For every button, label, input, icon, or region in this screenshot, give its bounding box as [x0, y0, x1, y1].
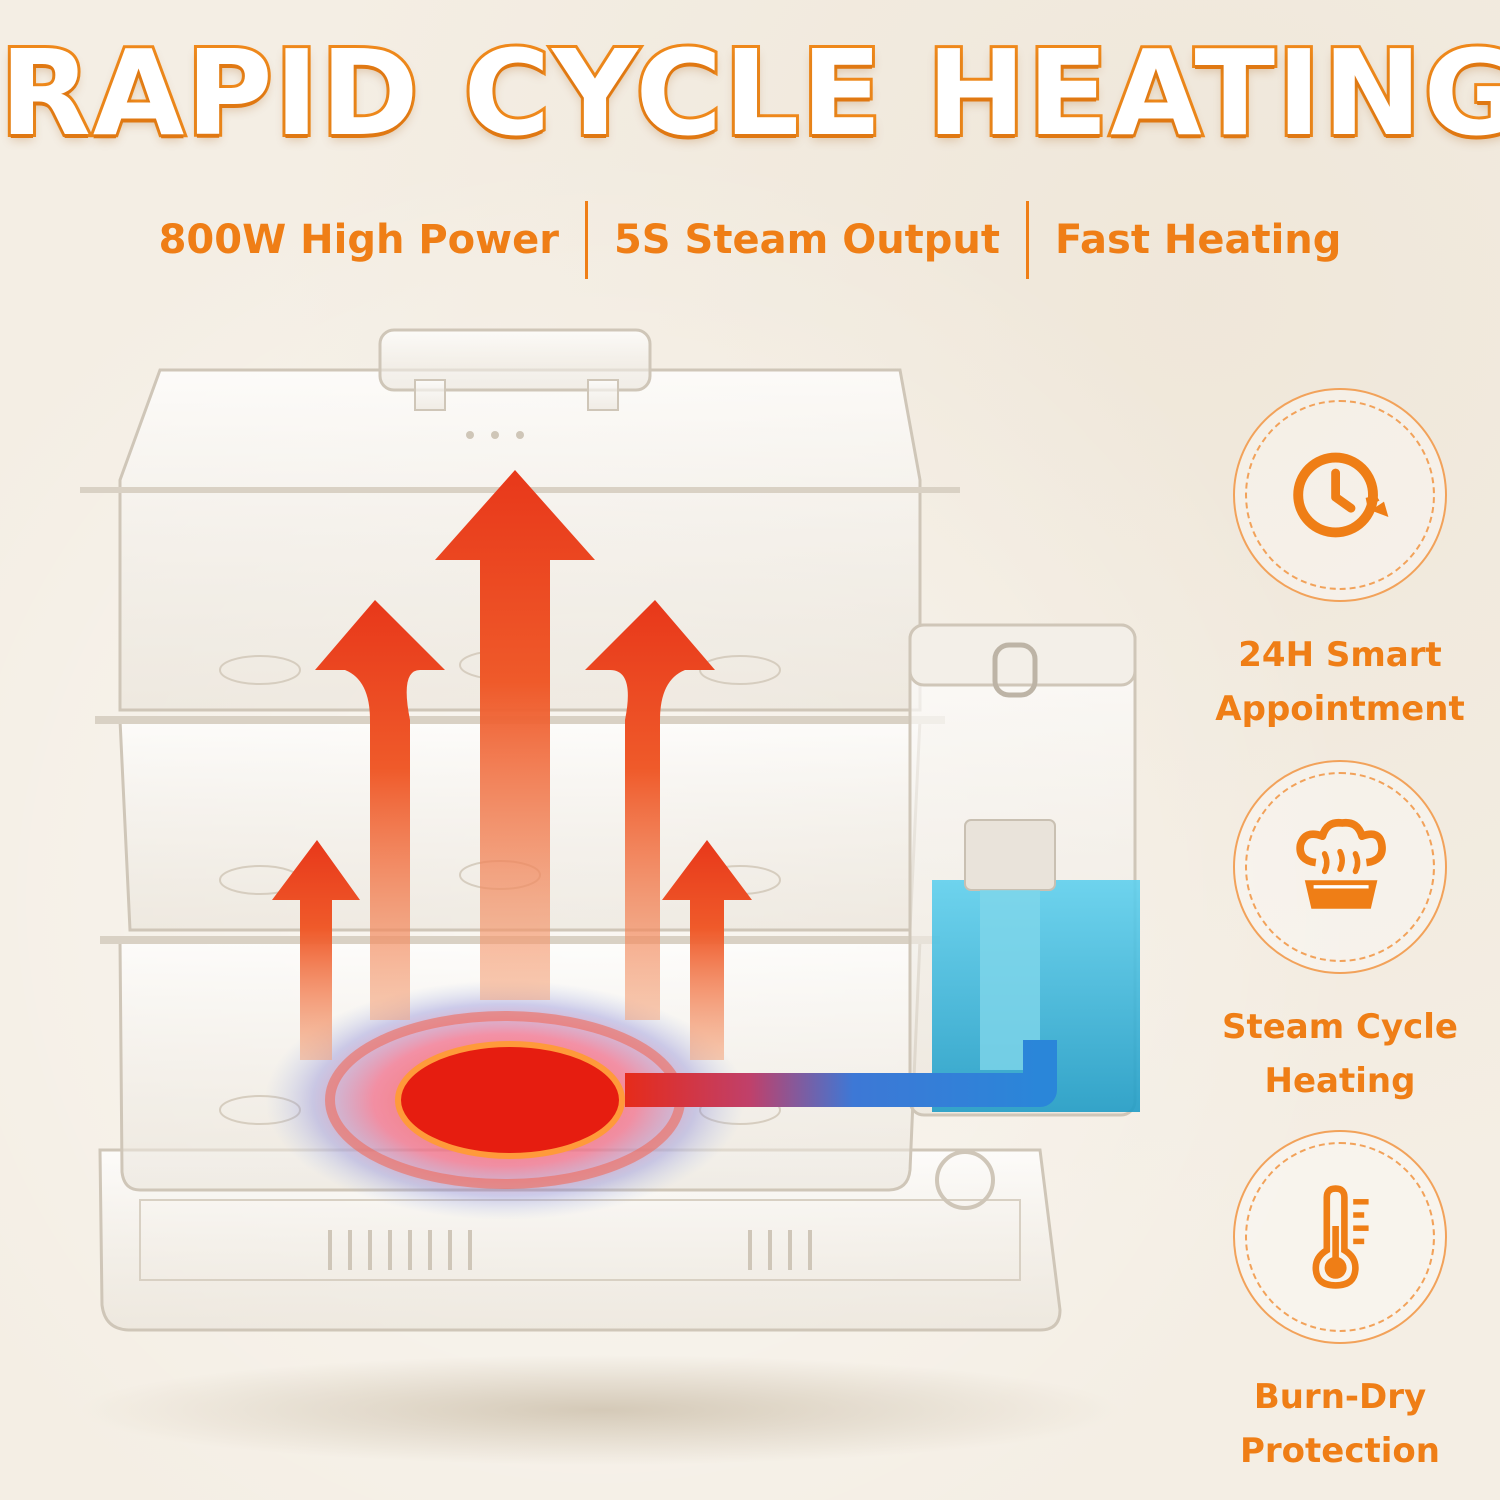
feature-badge — [1233, 388, 1447, 602]
steamer-illustration — [80, 328, 1140, 1465]
feature-label-line: Protection — [1240, 1431, 1440, 1471]
subhead-divider — [1026, 201, 1030, 279]
feature-label-line: Burn-Dry — [1253, 1377, 1427, 1417]
feature-steam-cycle: Steam Cycle Heating — [1190, 760, 1490, 1108]
headline: RAPID CYCLE HEATING — [0, 21, 1500, 165]
feature-label-line: Heating — [1264, 1061, 1416, 1101]
feature-label-line: Steam Cycle — [1222, 1007, 1458, 1047]
subhead-divider — [584, 201, 588, 279]
subhead-fast-heating: Fast Heating — [1055, 217, 1342, 263]
feature-smart-appointment: 24H Smart Appointment — [1190, 388, 1490, 736]
feature-label: 24H Smart Appointment — [1190, 628, 1490, 736]
subhead-power: 800W High Power — [158, 217, 559, 263]
feature-label-line: 24H Smart — [1238, 635, 1442, 675]
subhead-steam-output: 5S Steam Output — [613, 217, 1001, 263]
feature-burn-dry-protection: Burn-Dry Protection — [1190, 1130, 1490, 1478]
feature-badge — [1233, 1130, 1447, 1344]
clock-icon — [1293, 452, 1389, 538]
feature-label-line: Appointment — [1215, 689, 1465, 729]
feature-badge — [1233, 760, 1447, 974]
feature-label: Steam Cycle Heating — [1190, 1000, 1490, 1108]
subhead-bar: 800W High Power 5S Steam Output Fast Hea… — [0, 198, 1500, 282]
chef-hat-icon — [1296, 818, 1386, 909]
feature-label: Burn-Dry Protection — [1190, 1370, 1490, 1478]
thermometer-icon — [1312, 1185, 1369, 1289]
